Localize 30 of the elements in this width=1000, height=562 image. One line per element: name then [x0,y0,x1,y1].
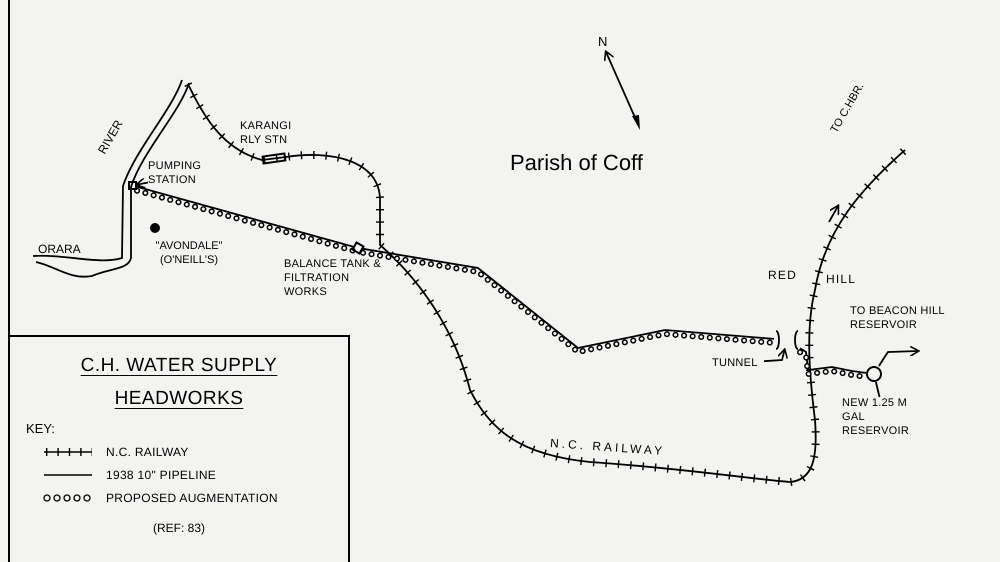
place-label: KARANGI RLY STN [240,120,292,148]
place-label: NEW 1.25 M GAL RESERVOIR [842,397,928,443]
homestead-label: "AVONDALE" (O'NEILL'S) [154,240,224,268]
north-label: N [598,33,608,51]
leader-line [875,382,880,398]
edge-label: TO BEACON HILL RESERVOIR [850,305,946,332]
pipeline [797,347,869,380]
legend-label: 1938 10" PIPELINE [106,466,216,484]
pumping-station-square [128,181,137,190]
place-label: RED [768,267,797,284]
pipeline [134,186,356,254]
river-label: ORARA [38,241,81,258]
railway-label: N.C. RAILWAY [550,435,666,460]
legend-label: N.C. RAILWAY [106,444,189,460]
station-rectangle [262,152,286,165]
pipeline [360,248,777,356]
title: C.H. WATER SUPPLY HEADWORKS [80,354,278,411]
place-label: PUMPING STATION [148,160,226,190]
tunnel-portal [774,330,800,350]
arrow [878,345,920,366]
place-label: BALANCE TANK & FILTRATION WORKS [284,258,382,300]
parish-label: Parish of Coff [510,149,643,177]
place-label: TUNNEL [712,355,764,371]
balance-tank-square [351,241,365,255]
arrow [764,348,788,362]
key-label: KEY: [26,420,56,438]
place-label: HILL [826,271,856,288]
arrow [135,177,148,189]
reference-label: (REF: 83) [152,520,206,536]
legend-label: PROPOSED AUGMENTATION [106,490,278,506]
